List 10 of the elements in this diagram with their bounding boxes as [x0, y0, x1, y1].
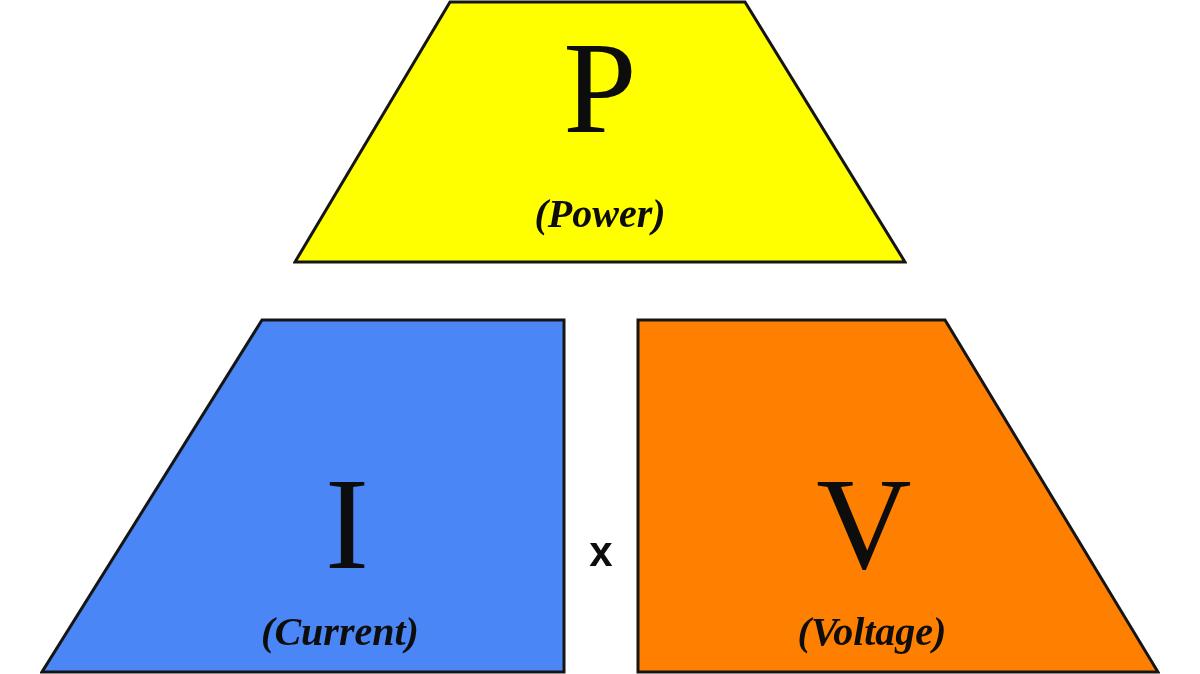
quantity-label: (Voltage)	[797, 610, 947, 654]
trapezoid-shape	[293, 0, 907, 264]
quantity-label: (Power)	[534, 192, 666, 236]
symbol-letter: P	[563, 22, 637, 154]
multiplication-sign: x	[589, 531, 613, 573]
symbol-letter: I	[325, 458, 369, 590]
symbol-letter: V	[816, 458, 912, 590]
quantity-label: (Current)	[261, 610, 419, 654]
trapezoid-shape	[636, 318, 1160, 674]
trapezoid-shape	[40, 318, 566, 674]
